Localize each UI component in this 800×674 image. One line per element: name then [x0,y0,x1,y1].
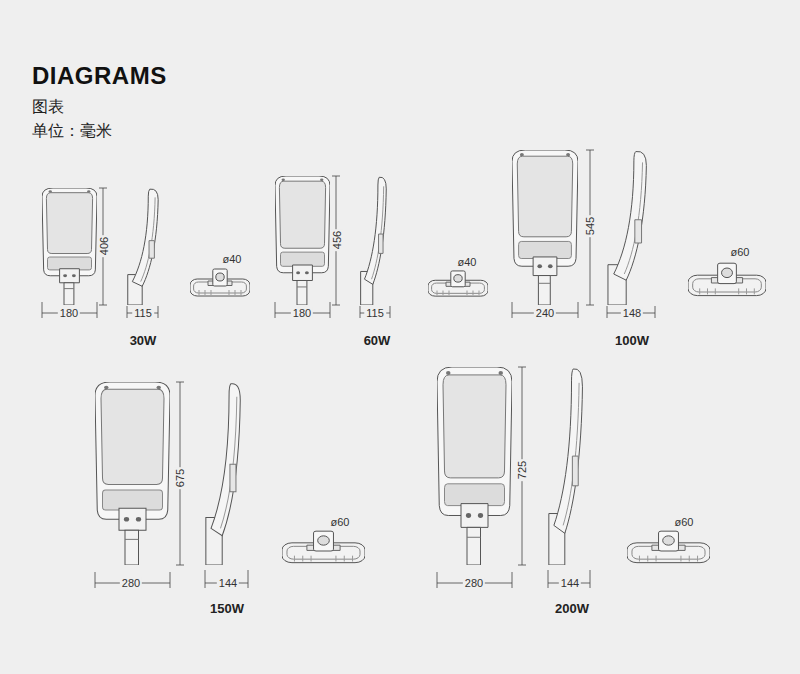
note-text: 单位：毫米 [32,122,112,140]
dimension-label: 144 [559,577,581,590]
diameter-label: ø60 [673,516,696,529]
dimension-lines [42,150,655,588]
dimension-label: 115 [132,307,154,320]
wattage-label: 100W [615,334,649,349]
dimension-label: 456 [331,229,344,251]
diameter-label: ø40 [221,253,244,266]
wattage-label: 150W [210,602,244,617]
note-text: 图表 [32,98,64,116]
dimension-label: 406 [98,235,111,257]
dimension-label: 115 [364,307,386,320]
dimension-label: 144 [217,577,239,590]
page-title: DIAGRAMS [32,62,167,90]
diameter-label: ø60 [729,246,752,259]
dimension-label: 280 [120,577,142,590]
wattage-label: 60W [364,334,391,349]
wattage-label: 200W [555,602,589,617]
dimension-label: 180 [291,307,313,320]
wattage-label: 30W [130,334,157,349]
diameter-label: ø40 [456,256,479,269]
dimension-label: 545 [584,215,597,237]
dimension-label: 180 [58,307,80,320]
dimension-label: 725 [516,459,529,481]
dimension-label: 240 [534,307,556,320]
dimension-label: 675 [174,467,187,489]
dimension-label: 148 [621,307,643,320]
dimension-label: 280 [463,577,485,590]
diameter-label: ø60 [329,516,352,529]
